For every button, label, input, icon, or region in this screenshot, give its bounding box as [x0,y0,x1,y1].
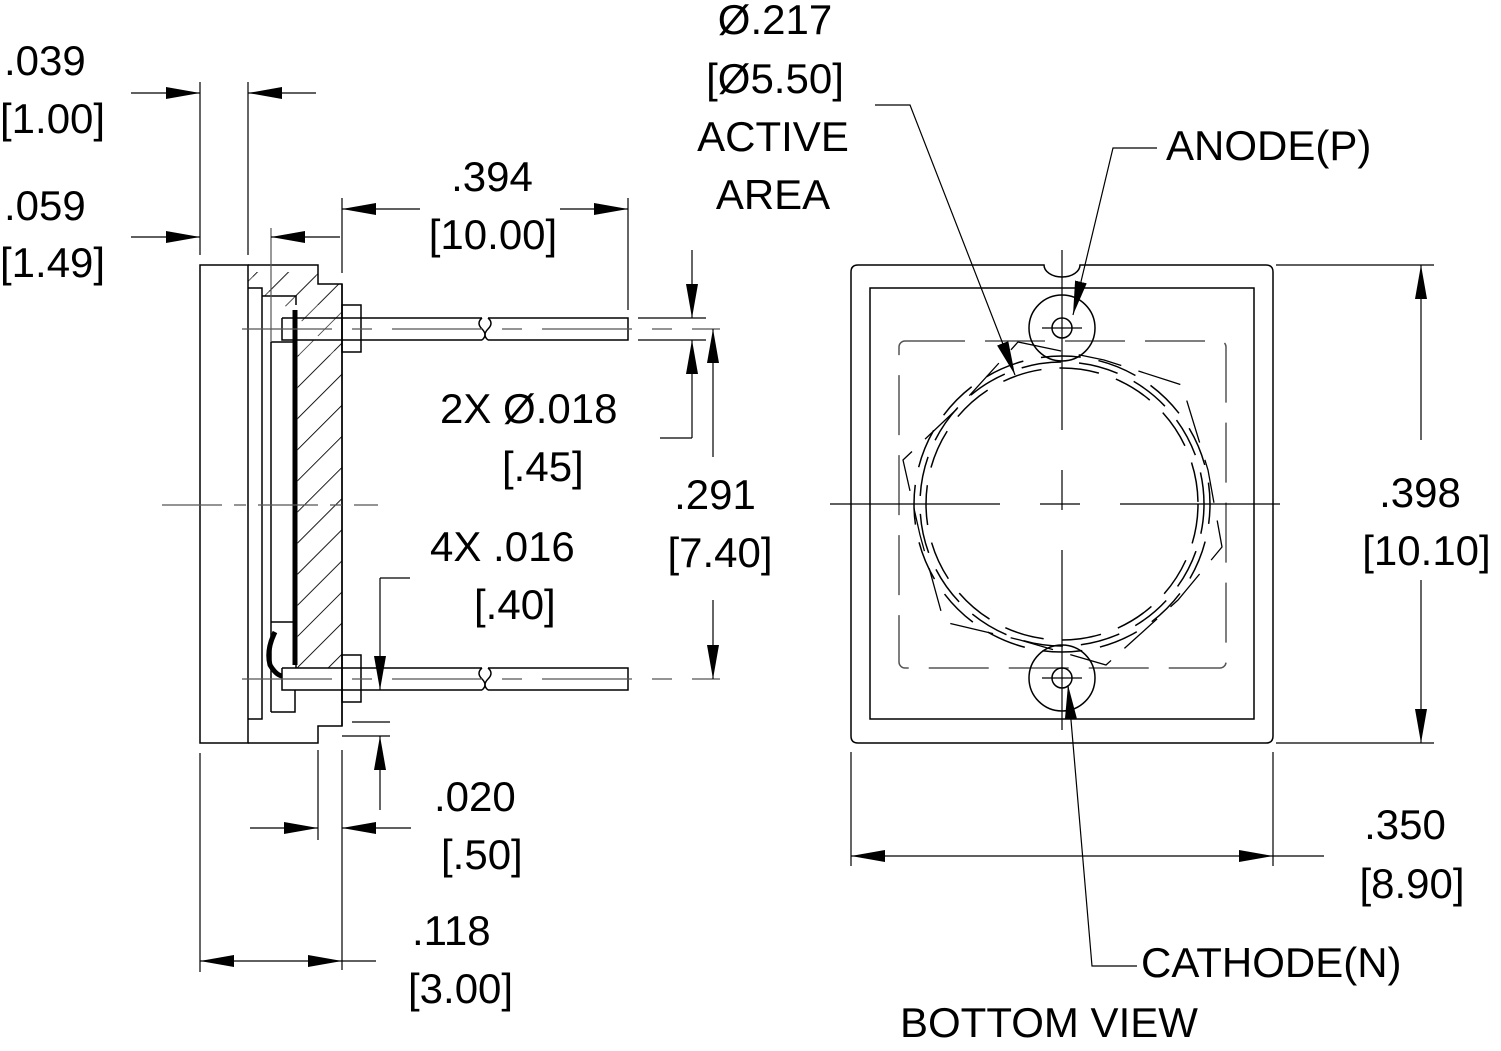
dim-lead-diameter-mm: [.45] [502,443,584,490]
side-centerlines [162,228,720,680]
dim-lead-pitch-inch: .291 [674,471,756,518]
side-dimensions [131,82,719,972]
bottom-view-title: BOTTOM VIEW [900,999,1198,1046]
dim-width-inch: .350 [1364,801,1446,848]
dim-standoff-mm: [.40] [474,581,556,628]
dim-039-mm: [1.00] [0,95,106,142]
dim-lead-pitch-mm: [7.40] [667,529,773,576]
dim-039-inch: .039 [4,37,86,84]
dim-height-inch: .398 [1379,469,1461,516]
dim-standoff-inch: 4X .016 [430,523,575,570]
active-area-label-1: ACTIVE [697,113,849,160]
dim-059-mm: [1.49] [0,239,106,286]
dim-width-mm: [8.90] [1359,860,1465,907]
dim-thickness-mm: [3.00] [408,965,514,1012]
dim-lead-length-mm: [10.00] [428,211,558,258]
active-area-diameter-mm: [Ø5.50] [706,55,844,102]
side-view [199,264,629,744]
dim-lead-diameter-inch: 2X Ø.018 [440,385,618,432]
cathode-label: CATHODE(N) [1141,939,1402,986]
dim-height-mm: [10.10] [1362,527,1491,574]
dim-059-inch: .059 [4,182,86,229]
dim-thickness-inch: .118 [412,907,491,954]
dim-flange-mm: [.50] [441,831,523,878]
anode-label: ANODE(P) [1166,122,1372,169]
bottom-dimensions [850,104,1434,967]
dim-lead-length-inch: .394 [451,153,533,200]
active-area-label-2: AREA [715,171,831,218]
bottom-centerlines [830,250,1280,768]
active-area-diameter-inch: Ø.217 [717,0,833,43]
dim-flange-inch: .020 [434,773,516,820]
